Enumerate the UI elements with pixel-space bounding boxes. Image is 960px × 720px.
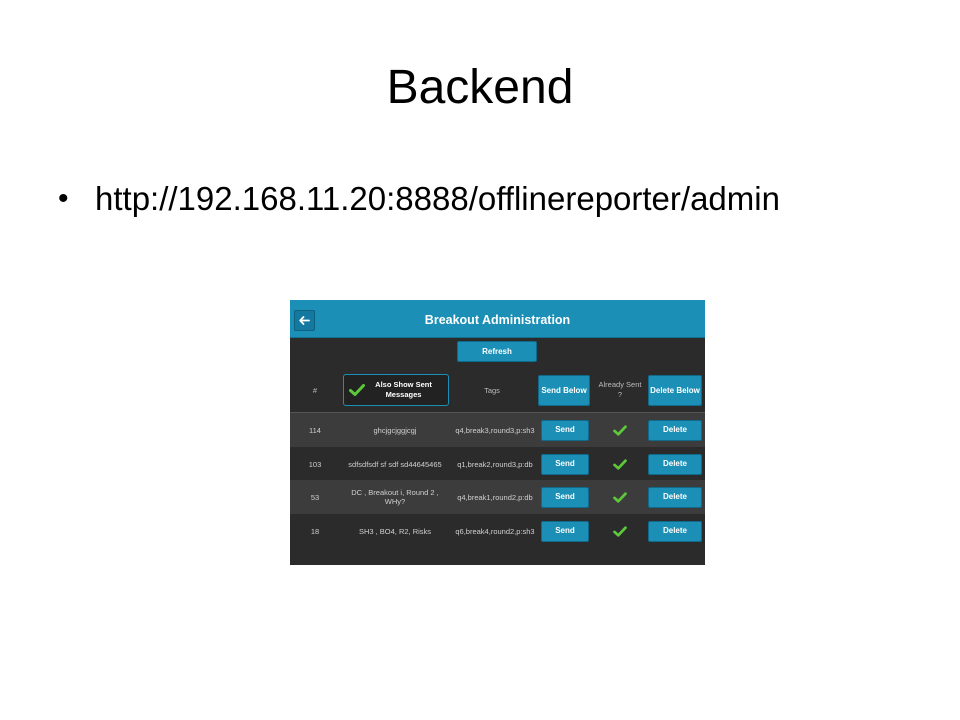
already-sent-cell <box>600 480 640 514</box>
delete-button[interactable]: Delete <box>648 453 702 475</box>
send-cell: Send <box>540 413 590 447</box>
row-message: sdfsdfsdf sf sdf sd44645465 <box>348 459 442 469</box>
app-title: Breakout Administration <box>424 313 571 327</box>
send-button[interactable]: Send <box>541 453 589 475</box>
delete-cell: Delete <box>647 514 703 548</box>
bullet-url-text: http://192.168.11.20:8888/offlinereporte… <box>95 180 780 217</box>
already-sent-cell <box>600 447 640 481</box>
row-tags: q1,break2,round3,p:db <box>457 459 533 469</box>
send-button[interactable]: Send <box>541 486 589 508</box>
delete-button[interactable]: Delete <box>648 486 702 508</box>
delete-below-button[interactable]: Delete Below <box>648 375 702 406</box>
slide-title: Backend <box>386 61 574 114</box>
table-row: 114 ghcjgcjggjcgj q4,break3,round3,p:sh3 Se… <box>290 413 705 447</box>
delete-button[interactable]: Delete <box>648 520 702 542</box>
row-tags: q6,break4,round2,p:sh3 <box>455 526 535 536</box>
send-button[interactable]: Send <box>541 419 589 441</box>
send-cell: Send <box>540 480 590 514</box>
delete-button[interactable]: Delete <box>648 419 702 441</box>
table-row: 103 sdfsdfsdf sf sdf sd44645465 q1,break2,… <box>290 447 705 481</box>
table-row: 18 SH3 , BO4, R2, Risks q6,break4,round2,p… <box>290 514 705 548</box>
sent-checkmark-icon <box>613 491 627 503</box>
send-cell: Send <box>540 514 590 548</box>
column-header-number: # <box>312 386 318 395</box>
row-number: 18 <box>310 526 320 536</box>
send-button[interactable]: Send <box>541 520 589 542</box>
checkmark-icon <box>349 384 365 396</box>
sent-checkmark-icon <box>613 525 627 537</box>
refresh-button[interactable]: Refresh <box>457 341 537 362</box>
row-tags: q4,break3,round3,p:sh3 <box>455 425 535 435</box>
already-sent-cell <box>600 514 640 548</box>
back-button[interactable] <box>294 310 315 331</box>
column-header-tags: Tags <box>484 386 500 395</box>
header-divider <box>290 412 705 413</box>
delete-cell: Delete <box>647 413 703 447</box>
row-number: 53 <box>310 492 320 502</box>
column-header-already-sent: Already Sent ? <box>598 380 642 399</box>
send-cell: Send <box>540 447 590 481</box>
already-sent-cell <box>600 413 640 447</box>
show-sent-toggle[interactable]: Also Show Sent Messages <box>343 374 449 406</box>
send-below-button[interactable]: Send Below <box>538 375 590 406</box>
row-message: DC , Breakout i, Round 2 , WHy? <box>351 488 439 506</box>
back-arrow-icon <box>299 316 310 325</box>
breakout-admin-screenshot: Breakout Administration Refresh # Also S… <box>290 300 705 565</box>
sent-checkmark-icon <box>613 458 627 470</box>
app-header: Breakout Administration <box>290 300 705 338</box>
delete-cell: Delete <box>647 480 703 514</box>
bullet-dot-icon: • <box>58 182 69 215</box>
row-message: ghcjgcjggjcgj <box>373 425 417 435</box>
table-row: 53 DC , Breakout i, Round 2 , WHy? q4,brea… <box>290 480 705 514</box>
sent-checkmark-icon <box>613 424 627 436</box>
row-tags: q4,break1,round2,p:db <box>457 492 533 502</box>
row-message: SH3 , BO4, R2, Risks <box>358 526 432 536</box>
row-number: 114 <box>309 425 321 435</box>
row-number: 103 <box>308 459 322 469</box>
delete-cell: Delete <box>647 447 703 481</box>
show-sent-label: Also Show Sent Messages <box>375 380 432 399</box>
